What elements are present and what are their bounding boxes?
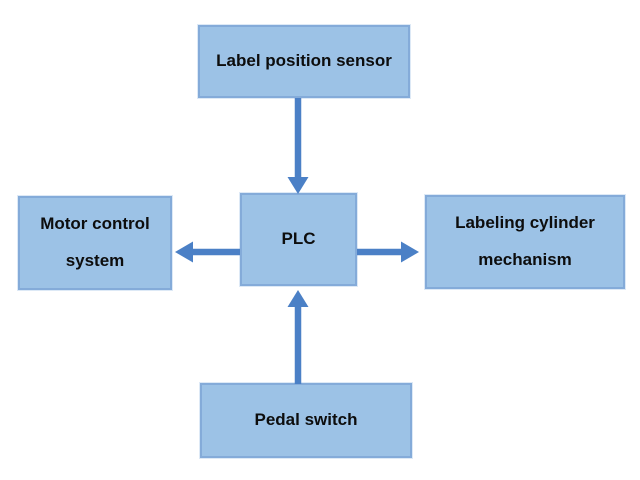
node-label-position-sensor: Label position sensor [198,25,410,98]
node-labeling-cylinder-mechanism-label: Labeling cylinder mechanism [455,213,595,269]
arrow-pedal-to-plc-up [287,290,309,384]
arrow-sensor-to-plc-down [287,98,309,194]
node-pedal-switch-label: Pedal switch [254,410,358,430]
node-motor-control-system: Motor control system [18,196,172,290]
node-label-position-sensor-label: Label position sensor [216,51,392,71]
node-plc: PLC [240,193,357,286]
node-pedal-switch: Pedal switch [200,383,412,458]
arrow-plc-to-motor-left [175,241,240,263]
node-plc-label: PLC [281,229,316,249]
node-labeling-cylinder-mechanism: Labeling cylinder mechanism [425,195,625,289]
arrow-plc-to-cylinder-right [357,241,419,263]
node-motor-control-system-label: Motor control system [40,214,150,270]
